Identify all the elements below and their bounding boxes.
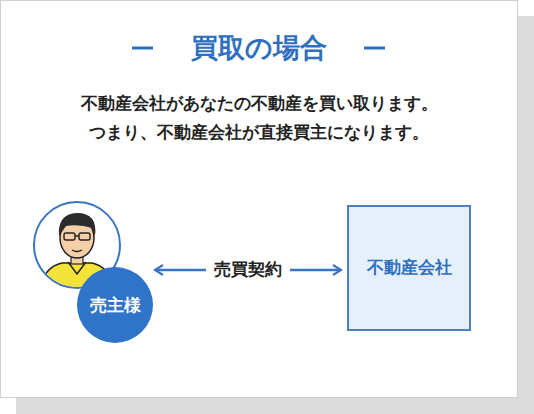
title: 買取の場合 — [0, 30, 518, 66]
seller-circle: 売主様 — [77, 267, 153, 343]
node-label: 売主様 — [90, 294, 141, 317]
description-line: 不動産会社があなたの不動産を買い取ります。 — [0, 92, 518, 116]
edge-label: 売買契約 — [206, 257, 290, 283]
company-box: 不動産会社 — [347, 205, 471, 331]
description-line: つまり、不動産会社が直接買主になります。 — [0, 121, 518, 145]
card — [1, 1, 518, 398]
title-dash — [364, 47, 385, 50]
node-label: 不動産会社 — [367, 257, 452, 279]
title-dash — [132, 47, 153, 50]
